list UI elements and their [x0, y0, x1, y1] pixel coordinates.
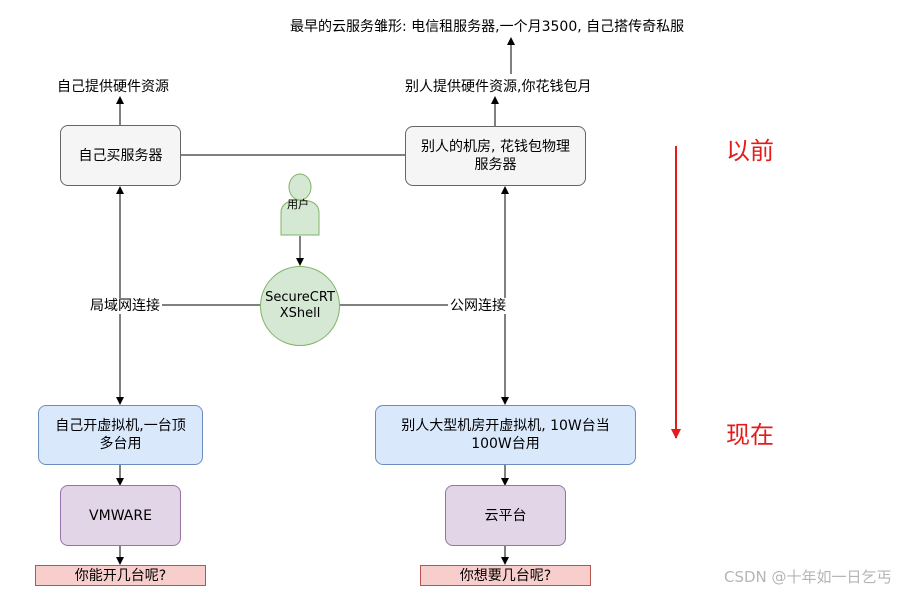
- question-right-text: 你想要几台呢?: [459, 567, 552, 584]
- cloud-box: 云平台: [445, 485, 566, 546]
- timeline-before-label: 以前: [726, 137, 774, 165]
- cloud-text: 云平台: [484, 507, 527, 524]
- big-vm-text-1: 别人大型机房开虚拟机, 10W台当: [401, 418, 610, 434]
- buy-server-text: 自己买服务器: [78, 147, 163, 164]
- lan-label: 局域网连接: [88, 298, 162, 314]
- rent-room-text-1: 别人的机房, 花钱包物理: [421, 139, 570, 155]
- vmware-text: VMWARE: [89, 507, 152, 524]
- timeline-now-label: 现在: [726, 421, 774, 449]
- big-vm-box: 别人大型机房开虚拟机, 10W台当 100W台用: [375, 405, 636, 465]
- origin-label: 最早的云服务雏形: 电信租服务器,一个月3500, 自己搭传奇私服: [290, 19, 685, 35]
- client-text-2: XShell: [279, 306, 321, 321]
- vmware-box: VMWARE: [60, 485, 181, 546]
- client-text-1: SecureCRT: [265, 290, 335, 305]
- buy-server-box: 自己买服务器: [60, 125, 181, 186]
- ssh-client-node: SecureCRT XShell: [260, 266, 340, 346]
- self-vm-text-2: 多台用: [99, 436, 142, 452]
- question-left-text: 你能开几台呢?: [74, 567, 167, 584]
- user-icon: [280, 173, 320, 236]
- watermark: CSDN @十年如一日乞丐: [724, 568, 892, 586]
- self-hardware-label: 自己提供硬件资源: [57, 79, 169, 95]
- self-vm-box: 自己开虚拟机,一台顶 多台用: [38, 405, 203, 465]
- big-vm-text-2: 100W台用: [471, 436, 540, 452]
- rent-room-box: 别人的机房, 花钱包物理 服务器: [405, 126, 586, 186]
- self-vm-text-1: 自己开虚拟机,一台顶: [55, 418, 186, 434]
- other-hardware-label: 别人提供硬件资源,你花钱包月: [405, 79, 592, 95]
- wan-label: 公网连接: [448, 298, 508, 314]
- user-label: 用户: [287, 198, 309, 211]
- question-left-box: 你能开几台呢?: [35, 565, 206, 586]
- question-right-box: 你想要几台呢?: [420, 565, 591, 586]
- rent-room-text-2: 服务器: [474, 157, 517, 173]
